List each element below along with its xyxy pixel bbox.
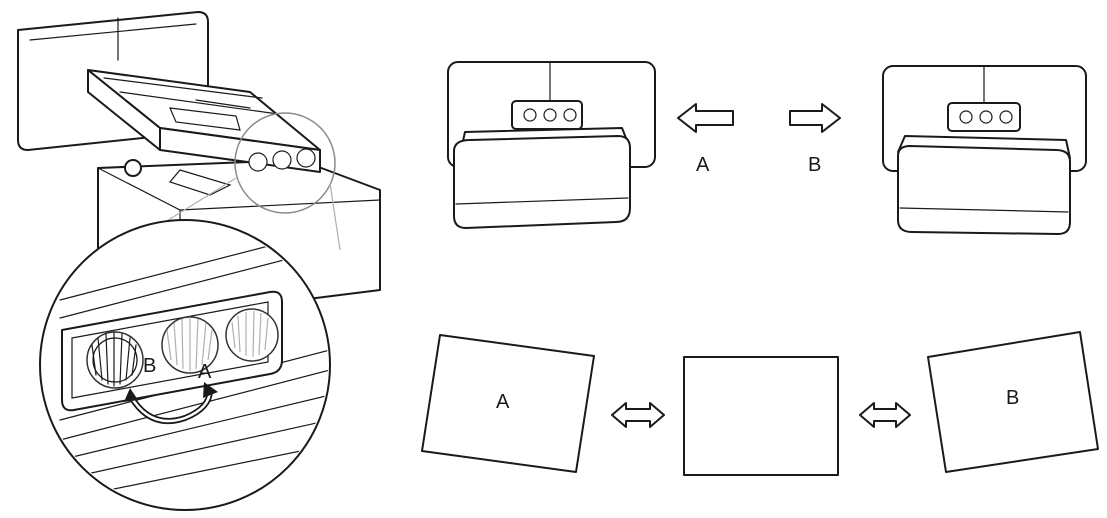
knob-label-a: A bbox=[198, 361, 212, 383]
double-arrow-left bbox=[612, 403, 664, 427]
projected-image-tilted-b: B bbox=[928, 332, 1098, 472]
projector-front-view-right bbox=[883, 66, 1086, 234]
adjustment-knob-right bbox=[226, 309, 278, 361]
shift-arrow-right: B bbox=[790, 104, 840, 176]
projected-image-tilted-a: A bbox=[422, 335, 594, 472]
wall-mount-projector-illustration: B A bbox=[18, 12, 380, 510]
projector-front-view-left bbox=[448, 62, 655, 228]
shift-arrow-left: A bbox=[678, 104, 733, 176]
double-arrow-right bbox=[860, 403, 910, 427]
screen-label-a: A bbox=[496, 391, 510, 413]
adjustment-knob-left bbox=[87, 332, 143, 388]
shift-label-a: A bbox=[696, 154, 710, 176]
knob-label-b: B bbox=[143, 355, 156, 377]
projected-image-straight bbox=[684, 357, 838, 475]
shift-label-b: B bbox=[808, 154, 821, 176]
screen-label-b: B bbox=[1006, 387, 1019, 409]
